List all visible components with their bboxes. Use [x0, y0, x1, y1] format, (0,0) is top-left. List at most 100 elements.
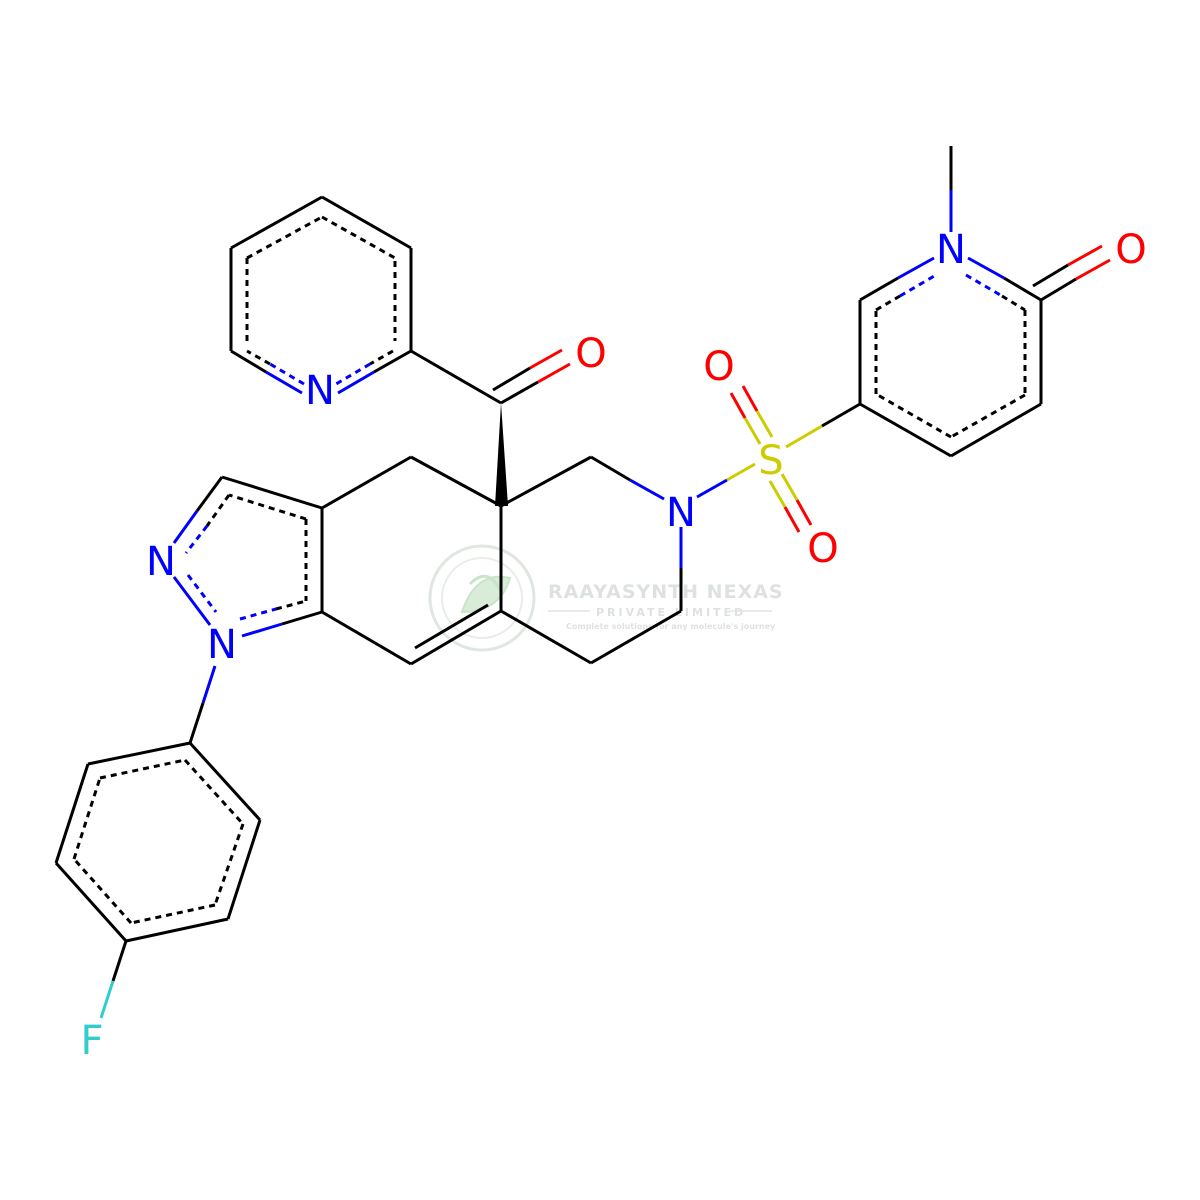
- bond: [950, 402, 1042, 458]
- bond: [54, 763, 90, 864]
- bond: [768, 480, 787, 508]
- aromatic-bond: [369, 349, 394, 366]
- bond: [821, 402, 861, 428]
- aromatic-bond: [186, 574, 218, 613]
- atom-o-ketone: O: [575, 331, 606, 377]
- bond: [529, 348, 563, 370]
- bond: [230, 195, 323, 250]
- bond: [172, 576, 212, 626]
- atom-o-pyridone: O: [1115, 227, 1146, 273]
- bond: [54, 861, 128, 943]
- bond: [281, 610, 323, 626]
- bond: [125, 917, 229, 943]
- aromatic-bond: [335, 362, 371, 386]
- aromatic-bond: [183, 758, 245, 826]
- atom-s-sulfonyl: S: [758, 438, 783, 484]
- aromatic-bond: [72, 858, 133, 924]
- watermark-tagline: Complete solutions for any molecule's jo…: [566, 622, 776, 631]
- atom-n-pyrazole-2: N: [146, 539, 176, 585]
- bond: [1003, 276, 1042, 302]
- bond: [967, 256, 1005, 280]
- aromatic-bond: [899, 273, 937, 298]
- bond: [99, 980, 115, 1019]
- bond: [590, 609, 682, 665]
- aromatic-bond: [239, 607, 277, 621]
- bond: [321, 195, 412, 250]
- bond: [783, 506, 801, 533]
- atom-f-aryl: F: [80, 1018, 103, 1064]
- bond: [859, 276, 899, 302]
- bond: [1067, 244, 1103, 267]
- bond: [241, 622, 283, 638]
- bond: [743, 417, 762, 445]
- watermark-title: RAAYASYNTH NEXAS: [548, 581, 784, 603]
- bond: [195, 476, 224, 512]
- bond: [780, 473, 799, 501]
- aromatic-bond: [875, 392, 952, 439]
- bond: [172, 510, 199, 544]
- bond: [537, 362, 571, 384]
- atom-n-pyridone: N: [936, 227, 966, 273]
- bond: [188, 702, 205, 744]
- watermark-logo-ring: [428, 544, 536, 652]
- bond: [859, 402, 952, 458]
- bond: [410, 455, 502, 508]
- bond: [337, 370, 375, 395]
- aromatic-bond: [965, 273, 1003, 298]
- atom-n-pyrazole-1: N: [207, 622, 237, 668]
- aromatic-bond: [246, 215, 323, 260]
- bond: [785, 424, 823, 449]
- bond: [795, 499, 813, 526]
- aromatic-bond: [205, 494, 231, 527]
- wedge-bond: [495, 403, 508, 506]
- aromatic-bond: [72, 777, 102, 860]
- bonds: [54, 146, 1111, 1019]
- bond: [321, 610, 412, 666]
- bond: [226, 819, 262, 920]
- bond: [373, 349, 412, 374]
- bond: [696, 478, 728, 499]
- watermark-logo-inner: [441, 557, 523, 639]
- bond: [492, 366, 531, 392]
- bond: [410, 349, 502, 405]
- aromatic-bond: [213, 823, 245, 906]
- bond: [87, 741, 191, 766]
- atom-n-piperidine: N: [666, 490, 696, 536]
- bond: [201, 665, 217, 704]
- watermark-leaf-icon-2: [468, 574, 502, 591]
- bond: [1040, 277, 1077, 302]
- bond: [188, 741, 262, 822]
- aromatic-bond: [246, 349, 271, 366]
- aromatic-bond: [875, 294, 901, 312]
- bond: [755, 410, 774, 438]
- aromatic-bond: [950, 393, 1026, 439]
- bond: [726, 462, 756, 482]
- aromatic-bond: [275, 599, 307, 611]
- bond: [729, 392, 747, 419]
- atom-n-pyridine: N: [305, 368, 335, 414]
- atom-labels: N O O S O N N O N N F: [80, 227, 1146, 1064]
- bond: [500, 455, 592, 508]
- bond: [410, 609, 502, 666]
- bond: [590, 455, 631, 482]
- aromatic-bond: [321, 215, 396, 260]
- bond: [221, 475, 323, 510]
- bond: [500, 609, 592, 665]
- atom-o-sulfonyl-top: O: [703, 344, 734, 390]
- bond: [414, 603, 489, 650]
- aromatic-bond: [1001, 294, 1026, 312]
- watermark-subtitle: PRIVATE LIMITED: [596, 606, 746, 619]
- bond: [1032, 263, 1069, 288]
- watermark: RAAYASYNTH NEXAS PRIVATE LIMITED Complet…: [428, 544, 784, 652]
- bond: [265, 370, 303, 395]
- atom-o-sulfonyl-bottom: O: [807, 526, 838, 572]
- aromatic-bond: [184, 525, 209, 554]
- aromatic-bond: [228, 493, 307, 521]
- bond: [321, 455, 412, 510]
- bond: [111, 940, 128, 982]
- aromatic-bond: [130, 903, 216, 925]
- bond: [1075, 258, 1111, 281]
- bond: [741, 385, 759, 412]
- bond: [230, 349, 267, 374]
